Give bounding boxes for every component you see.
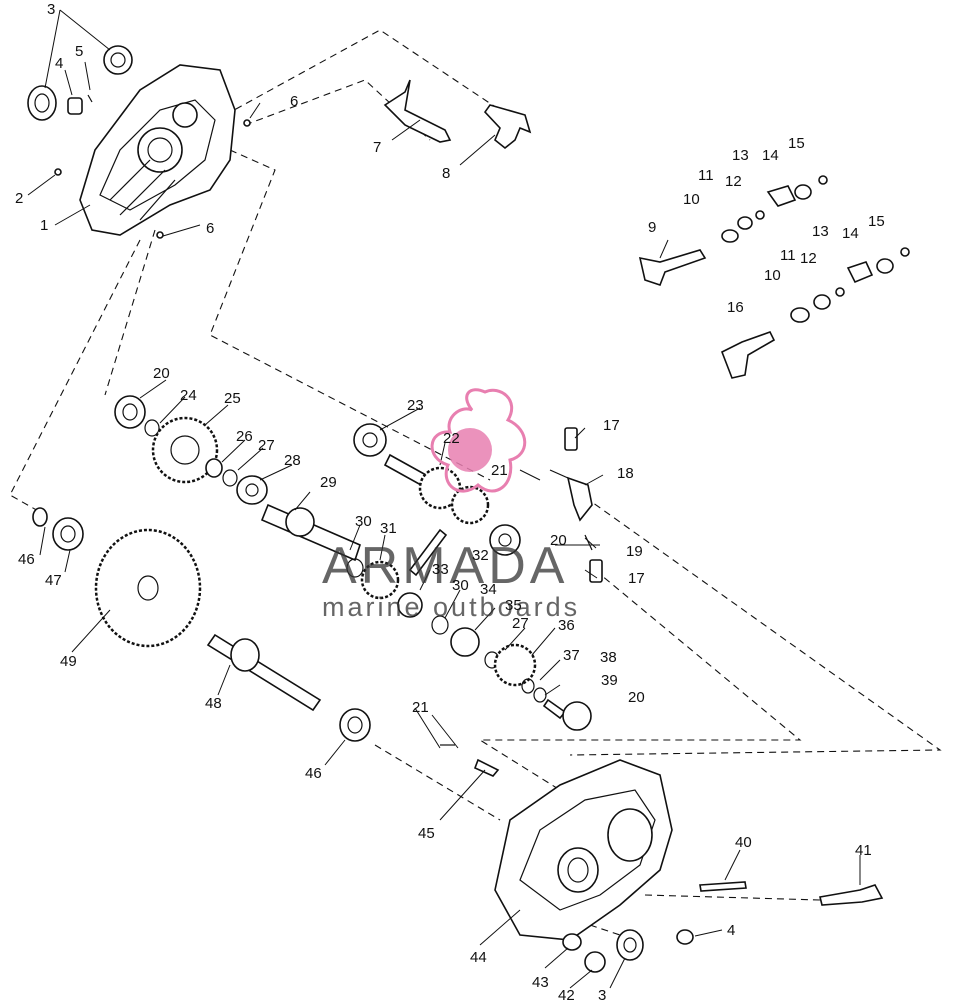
callout-number: 15 (868, 213, 885, 230)
callout-number: 47 (45, 572, 62, 589)
callout-number: 7 (373, 139, 381, 156)
callout-number: 27 (512, 615, 529, 632)
callout-number: 23 (407, 397, 424, 414)
callout-number: 49 (60, 653, 77, 670)
callout-number: 12 (725, 173, 742, 190)
bottom-small-parts (562, 881, 884, 973)
callout-number: 13 (812, 223, 829, 240)
callout-number: 11 (780, 247, 796, 264)
callout-number: 10 (764, 267, 781, 284)
callout-number: 10 (683, 191, 700, 208)
left-crankcase-cover (79, 64, 236, 236)
final-drive (32, 507, 371, 742)
callout-number: 16 (727, 299, 744, 316)
leader-lines (27, 9, 861, 989)
callout-number: 20 (153, 365, 170, 382)
callout-number: 25 (224, 390, 241, 407)
callout-number: 6 (206, 220, 214, 237)
callout-number: 46 (18, 551, 35, 568)
shift-drum-parts (549, 427, 603, 583)
callout-number: 3 (598, 987, 606, 1002)
callout-number: 14 (842, 225, 859, 242)
watermark-logo-icon (430, 388, 527, 493)
callout-number: 36 (558, 617, 575, 634)
callout-number: 13 (732, 147, 749, 164)
callout-number: 15 (788, 135, 805, 152)
callout-number: 43 (532, 974, 549, 991)
callout-number: 31 (380, 520, 397, 537)
callout-number: 18 (617, 465, 634, 482)
watermark: ARMADA marine outboards (322, 388, 580, 622)
watermark-brand: ARMADA (322, 537, 568, 595)
callout-number: 3 (47, 1, 55, 18)
callout-labels: 1233445667891010111112121313141415151617… (15, 1, 885, 1002)
callout-number: 24 (180, 387, 197, 404)
callout-number: 12 (800, 250, 817, 267)
callout-number: 30 (452, 577, 469, 594)
callout-number: 27 (258, 437, 275, 454)
callout-number: 35 (505, 597, 522, 614)
callout-number: 21 (491, 462, 508, 479)
callout-number: 42 (558, 987, 575, 1002)
callout-number: 33 (432, 561, 449, 578)
callout-number: 44 (470, 949, 487, 966)
callout-number: 37 (563, 647, 580, 664)
shift-shaft-upper (638, 175, 828, 287)
callout-number: 17 (603, 417, 620, 434)
callout-number: 19 (626, 543, 643, 560)
callout-number: 28 (284, 452, 301, 469)
assembly-guide-lines (9, 29, 942, 936)
callout-number: 45 (418, 825, 435, 842)
gear-train-middle (353, 423, 521, 556)
callout-number: 4 (727, 922, 735, 939)
callout-number: 11 (698, 167, 714, 184)
callout-number: 22 (443, 430, 460, 447)
callout-number: 8 (442, 165, 450, 182)
top-left-small-parts (27, 45, 251, 239)
callout-number: 48 (205, 695, 222, 712)
watermark-tagline: marine outboards (322, 592, 580, 622)
callout-number: 20 (550, 532, 567, 549)
callout-number: 34 (480, 581, 497, 598)
callout-number: 17 (628, 570, 645, 587)
shift-shaft-lower (720, 247, 910, 379)
right-crankcase (440, 744, 673, 941)
callout-number: 46 (305, 765, 322, 782)
callout-number: 1 (40, 217, 48, 234)
callout-number: 39 (601, 672, 618, 689)
callout-number: 41 (855, 842, 872, 859)
callout-number: 4 (55, 55, 63, 72)
callout-number: 9 (648, 219, 656, 236)
gear-train-upper (114, 395, 592, 731)
callout-number: 38 (600, 649, 617, 666)
watermark-logo-dot-icon (448, 428, 492, 472)
callout-number: 14 (762, 147, 779, 164)
callout-number: 30 (355, 513, 372, 530)
callout-number: 6 (290, 93, 298, 110)
callout-number: 2 (15, 190, 23, 207)
callout-number: 20 (628, 689, 645, 706)
callout-number: 40 (735, 834, 752, 851)
shift-forks (383, 79, 532, 150)
callout-number: 29 (320, 474, 337, 491)
callout-number: 32 (472, 547, 489, 564)
callout-number: 5 (75, 43, 83, 60)
callout-number: 26 (236, 428, 253, 445)
callout-number: 21 (412, 699, 429, 716)
